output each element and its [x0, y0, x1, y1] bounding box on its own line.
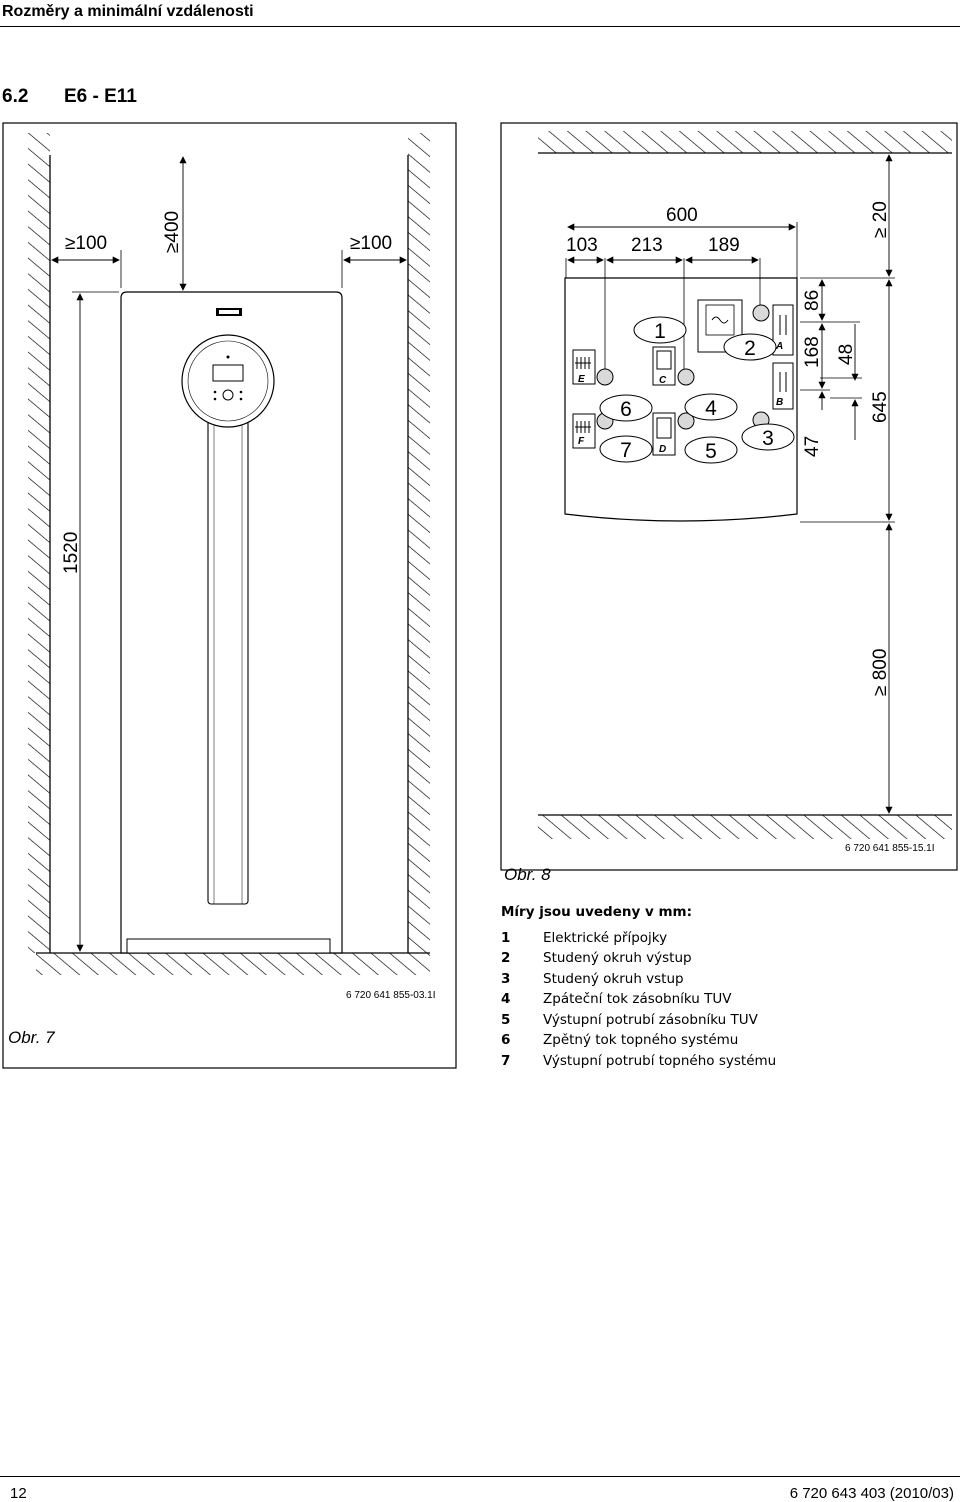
callout-7: 7	[620, 439, 632, 462]
dim-bottom-min: ≥ 800	[870, 649, 891, 696]
floor-hatch	[36, 953, 430, 975]
pipe-2	[752, 304, 770, 322]
letter-C: C	[659, 375, 667, 386]
connector-A-box	[772, 304, 794, 356]
pipe-6	[596, 368, 614, 386]
dim-w1: 103	[566, 235, 598, 256]
figure8-caption: Obr. 8	[504, 865, 551, 884]
left-wall-hatch	[28, 133, 50, 953]
legend-title: Míry jsou uvedeny v mm:	[501, 904, 692, 920]
display-screen	[212, 364, 244, 382]
dim-right-clearance: ≥100	[350, 233, 392, 254]
dim-48: 48	[836, 344, 857, 365]
dim-total-width: 600	[666, 205, 698, 226]
dim-height: 1520	[61, 532, 82, 574]
section-title: 6.2 E6 - E11	[2, 86, 137, 108]
header-title: Rozměry a minimální vzdálenosti	[2, 3, 254, 20]
section-number: 6.2	[2, 86, 29, 107]
ceiling-hatch	[538, 131, 952, 153]
figure7-caption: Obr. 7	[8, 1028, 55, 1047]
dim-86: 86	[802, 290, 823, 311]
letter-A: A	[775, 341, 783, 352]
dim-645: 645	[870, 391, 891, 423]
callout-1: 1	[654, 320, 666, 343]
callout-5: 5	[705, 440, 717, 463]
connector-B-box	[772, 362, 794, 410]
figure7: ≥100 ≥100 ≥400 1520 6 720 641 855-03.1I …	[2, 122, 457, 1069]
letter-E: E	[578, 374, 585, 385]
floor8-hatch	[538, 815, 952, 839]
pipe-5	[677, 412, 695, 430]
section-name: E6 - E11	[64, 86, 137, 107]
figure7-frame	[2, 122, 457, 1069]
page-header: Rozměry a minimální vzdálenosti	[0, 0, 960, 27]
callout-6: 6	[620, 398, 632, 421]
letter-F: F	[578, 436, 585, 447]
right-wall-hatch	[408, 133, 430, 953]
dim-w3: 189	[708, 235, 740, 256]
dim-168: 168	[802, 336, 823, 368]
page-number: 12	[10, 1485, 27, 1502]
figure8: 600 103 213 189 ≥ 20 ≥ 800 86 168 48 47 …	[500, 122, 958, 884]
figure8-code: 6 720 641 855-15.1I	[845, 843, 935, 854]
callout-4: 4	[705, 397, 717, 420]
page-footer: 12 6 720 643 403 (2010/03)	[0, 1476, 960, 1502]
letter-D: D	[659, 444, 666, 455]
letter-B: B	[776, 397, 783, 408]
dim-top-clearance: ≥400	[162, 211, 183, 253]
figure7-code: 6 720 641 855-03.1I	[346, 990, 436, 1001]
pipe-4	[677, 368, 695, 386]
callout-3: 3	[762, 427, 774, 450]
document-id: 6 720 643 403 (2010/03)	[789, 1485, 954, 1502]
connector-C-box	[652, 346, 676, 386]
dim-top-min: ≥ 20	[870, 201, 891, 238]
connector-D-box	[652, 412, 676, 456]
dim-47: 47	[802, 436, 823, 457]
dim-left-clearance: ≥100	[65, 233, 107, 254]
dim-w2: 213	[631, 235, 663, 256]
figure8-frame	[500, 122, 958, 871]
callout-2: 2	[744, 337, 756, 360]
